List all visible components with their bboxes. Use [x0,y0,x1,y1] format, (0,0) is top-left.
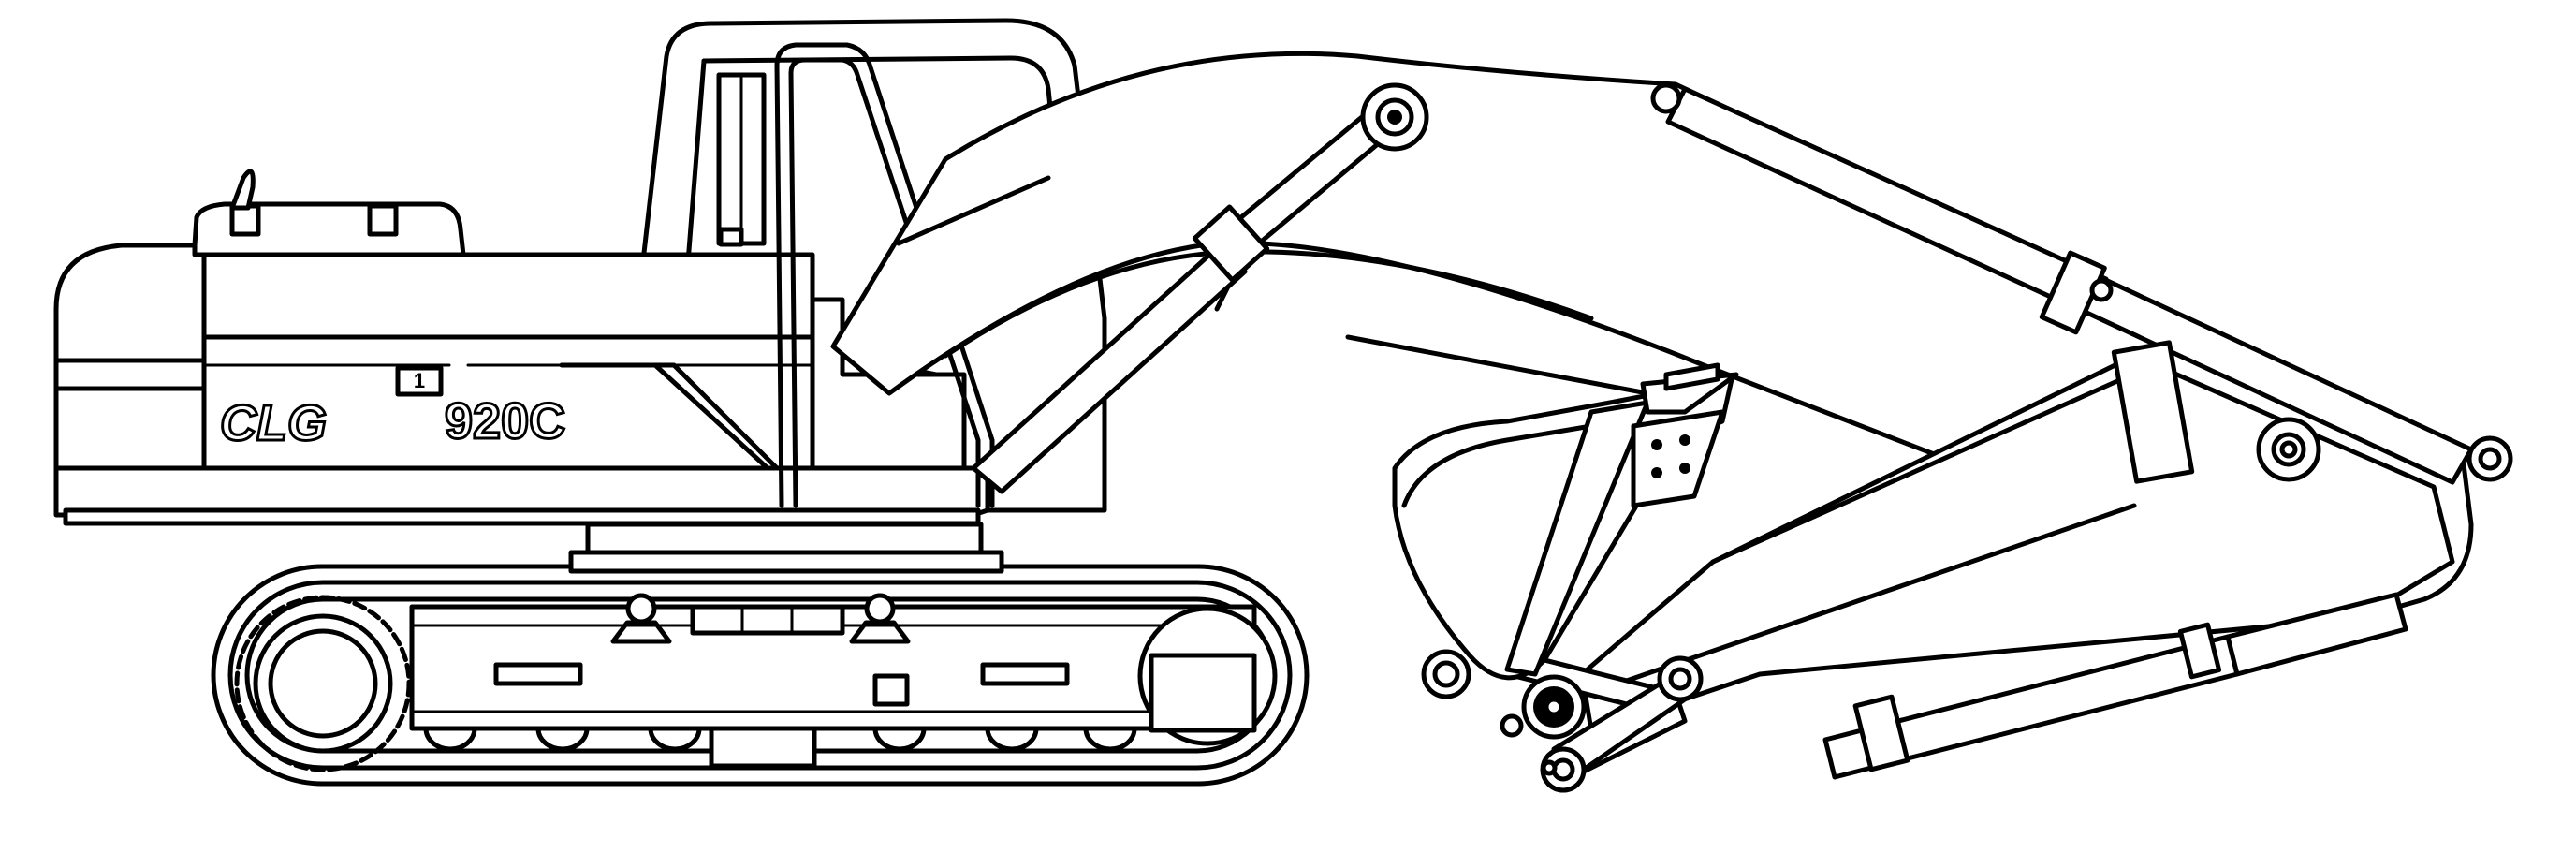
bucket-cylinder [1822,592,2408,780]
exhaust-stack [229,169,256,211]
center-guard [709,726,817,769]
deck-skirt [63,507,981,526]
arm-cylinder [1650,82,2513,485]
carrier-roller-left [610,593,672,644]
boom-cylinder [971,82,1429,494]
carrier-roller-right [849,593,911,644]
drive-sprocket [234,595,412,772]
handrail [774,42,995,508]
arm-pivot-pin [2089,278,2114,302]
track-assembly [211,564,1310,787]
serial-badge-text: 1 [414,369,425,392]
frame-guard-right [980,662,1070,686]
frame-plate [690,604,845,636]
frame-guard-left [493,662,583,686]
brand-logo: CLG [220,395,327,451]
front-idler [1137,606,1278,746]
serial-badge [395,365,444,397]
bucket [1392,362,1739,681]
bucket-linkage [1421,643,1704,793]
upper-structure: 1 CLG 920C [53,42,995,526]
frame-bracket [872,673,910,707]
turntable-base [568,550,1004,574]
model-label: 920C [445,393,565,449]
